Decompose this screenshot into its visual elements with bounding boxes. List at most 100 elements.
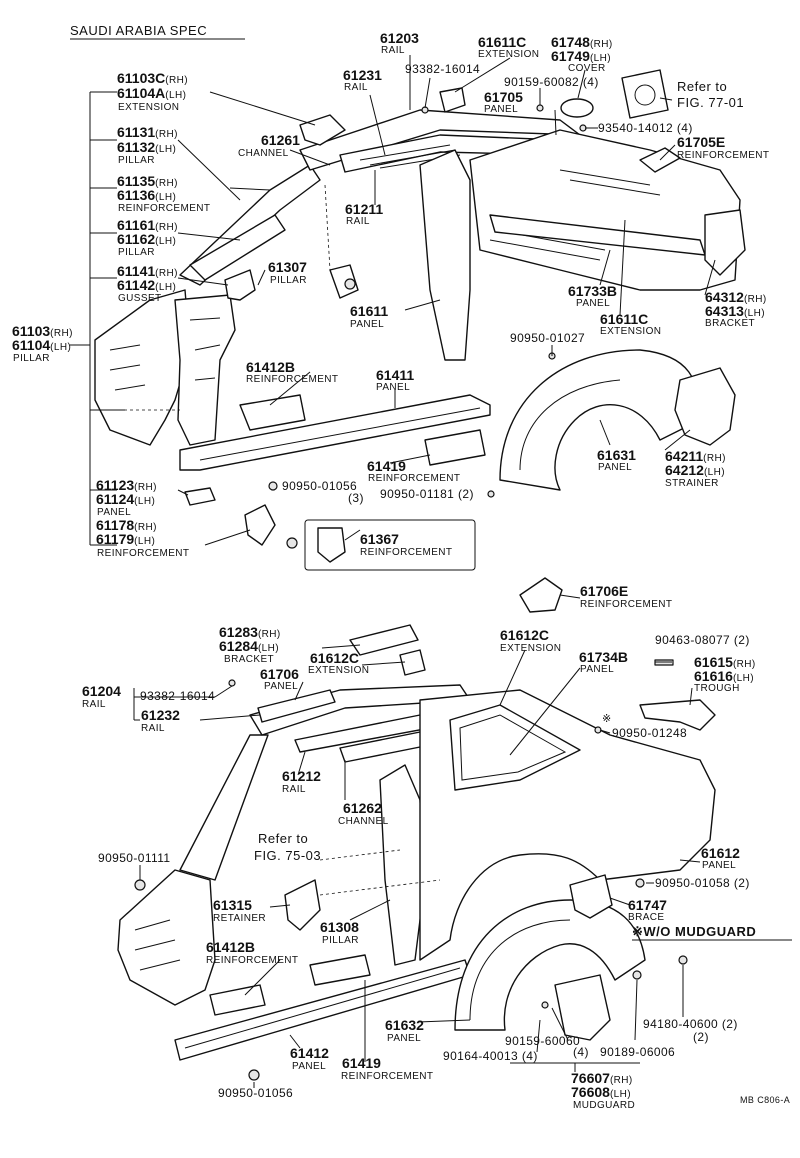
center-pillar-bracket-shape — [329, 264, 359, 299]
svg-text:64313(LH): 64313(LH) — [705, 303, 765, 319]
strainer-shape — [674, 367, 736, 446]
svg-text:PILLAR: PILLAR — [118, 155, 155, 166]
reinforcement-61412b-lower-shape — [209, 984, 266, 1016]
label-93382-top: 93382-16014 — [405, 62, 480, 76]
svg-text:REINFORCEMENT: REINFORCEMENT — [360, 547, 452, 558]
label-61419-lower: 61419 — [342, 1055, 381, 1071]
label-61103: 61103(RH) — [12, 323, 73, 339]
reinforcement-61419-lower-shape — [309, 954, 371, 986]
label-61611c-lower: 61611C — [600, 311, 648, 327]
screw-90159-shape — [536, 104, 544, 112]
bracket-61283-shape — [349, 624, 419, 656]
svg-text:RAIL: RAIL — [282, 784, 306, 795]
svg-text:PILLAR: PILLAR — [13, 353, 50, 364]
svg-text:61162(LH): 61162(LH) — [117, 231, 176, 247]
svg-text:PANEL: PANEL — [387, 1033, 421, 1044]
label-61135: 61135(RH) — [117, 173, 178, 189]
svg-text:PILLAR: PILLAR — [270, 275, 307, 286]
clip-90950-01111-shape — [134, 879, 146, 891]
label-61632: 61632 — [385, 1017, 424, 1033]
fuel-lid-shape — [621, 69, 669, 119]
label-90950-01027: 90950-01027 — [510, 331, 585, 345]
extension-61612c-lower-shape — [399, 649, 426, 676]
svg-text:61284(LH): 61284(LH) — [219, 638, 279, 654]
spec-title: SAUDI ARABIA SPEC — [70, 23, 207, 38]
svg-text:GUSSET: GUSSET — [118, 293, 162, 304]
svg-text:61749(LH): 61749(LH) — [551, 48, 611, 64]
reinforcement-61419-top-shape — [424, 429, 486, 466]
label-61747: 61747 — [628, 897, 667, 913]
svg-text:RAIL: RAIL — [344, 82, 368, 93]
label-61203: 61203 — [380, 30, 419, 46]
label-61315: 61315 — [213, 897, 252, 913]
svg-text:EXTENSION: EXTENSION — [308, 665, 369, 676]
extension-61103c-shape — [299, 114, 346, 146]
svg-text:CHANNEL: CHANNEL — [338, 816, 389, 827]
svg-text:EXTENSION: EXTENSION — [478, 49, 539, 60]
svg-text:PANEL: PANEL — [580, 664, 614, 675]
trough-61615-shape — [639, 699, 716, 731]
center-pillar-lower-shape — [379, 764, 426, 966]
brace-61747-shape — [569, 874, 613, 919]
label-61307: 61307 — [268, 259, 307, 275]
label-61705: 61705 — [484, 89, 523, 105]
label-61131: 61131(RH) — [117, 124, 178, 140]
panel-61123-shape — [184, 487, 216, 506]
svg-text:REINFORCEMENT: REINFORCEMENT — [677, 150, 769, 161]
svg-text:61104A(LH): 61104A(LH) — [117, 85, 186, 101]
svg-text:EXTENSION: EXTENSION — [118, 102, 179, 113]
svg-text:BRACKET: BRACKET — [224, 654, 274, 665]
clip-90950-01056-lower-shape — [248, 1069, 260, 1081]
svg-text:REINFORCEMENT: REINFORCEMENT — [97, 548, 189, 559]
svg-text:TROUGH: TROUGH — [694, 683, 740, 694]
label-61611c-top: 61611C — [478, 34, 526, 50]
label-64312: 64312(RH) — [705, 289, 767, 305]
svg-text:EXTENSION: EXTENSION — [600, 326, 661, 337]
label-90950-01248-mark: ※ — [602, 713, 612, 725]
extension-61611c-shape — [439, 87, 466, 113]
label-90950-01248: 90950-01248 — [612, 726, 687, 740]
svg-text:CHANNEL: CHANNEL — [238, 148, 289, 159]
bracket-64312-shape — [704, 209, 746, 276]
svg-text:(4): (4) — [573, 1045, 589, 1059]
svg-text:FIG. 77-01: FIG. 77-01 — [677, 95, 744, 110]
label-90950-01056-lower: 90950-01056 — [218, 1086, 293, 1100]
label-61103c: 61103C(RH) — [117, 70, 188, 86]
svg-text:PILLAR: PILLAR — [118, 247, 155, 258]
label-61419-top: 61419 — [367, 458, 406, 474]
without-mudguard-note: ※W/O MUDGUARD — [632, 924, 756, 939]
label-61411: 61411 — [376, 367, 414, 383]
screw-90159-lower-shape — [541, 1001, 549, 1009]
clip-90950-01181-shape — [487, 490, 495, 498]
clip-90950-01056-shape — [268, 481, 278, 491]
svg-text:PILLAR: PILLAR — [322, 935, 359, 946]
lower-body-drawing — [117, 577, 716, 1081]
svg-text:PANEL: PANEL — [576, 298, 610, 309]
label-61631: 61631 — [597, 447, 636, 463]
retainer-61315-shape — [284, 879, 321, 931]
svg-text:61136(LH): 61136(LH) — [117, 187, 176, 203]
svg-text:REINFORCEMENT: REINFORCEMENT — [580, 599, 672, 610]
svg-text:61142(LH): 61142(LH) — [117, 277, 176, 293]
label-61231: 61231 — [343, 67, 382, 83]
gusset-shape — [224, 269, 256, 301]
front-pillar-lower-shape — [117, 869, 216, 1006]
mudguard-shape — [554, 974, 611, 1041]
label-90950-01058: 90950-01058 (2) — [655, 876, 750, 890]
label-61204: 61204 — [82, 683, 121, 699]
center-pillar-shape — [419, 149, 471, 361]
label-61123: 61123(RH) — [96, 477, 157, 493]
svg-text:PANEL: PANEL — [292, 1061, 326, 1072]
svg-text:76608(LH): 76608(LH) — [571, 1084, 631, 1100]
svg-text:61124(LH): 61124(LH) — [96, 491, 155, 507]
label-94180-qty-extra: (2) — [693, 1030, 709, 1044]
label-61141: 61141(RH) — [117, 263, 178, 279]
svg-text:BRACE: BRACE — [628, 912, 664, 923]
clip-93382-lower-shape — [228, 679, 236, 687]
svg-text:FIG. 75-03: FIG. 75-03 — [254, 848, 321, 863]
label-61706: 61706 — [260, 666, 299, 682]
svg-text:RAIL: RAIL — [346, 216, 370, 227]
label-93540: 93540-14012 (4) — [598, 121, 693, 135]
svg-text:REINFORCEMENT: REINFORCEMENT — [246, 374, 338, 385]
svg-text:PANEL: PANEL — [350, 319, 384, 330]
